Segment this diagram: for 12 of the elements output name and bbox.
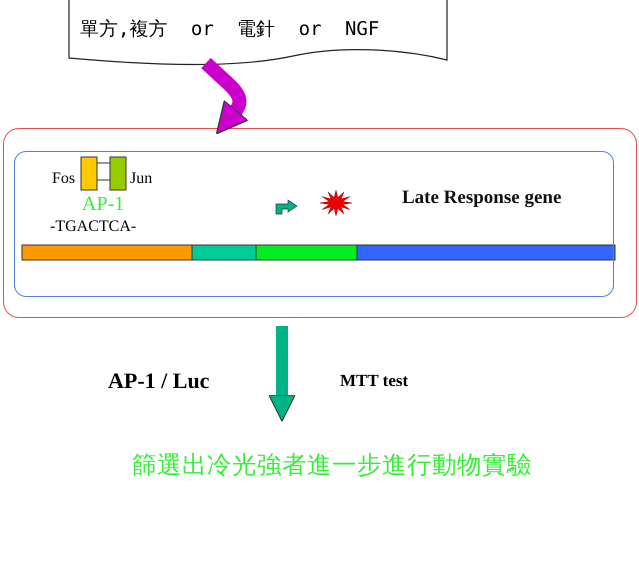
sequence-label: -TGACTCA- <box>50 219 136 235</box>
gene-label: Late Response gene <box>402 188 562 207</box>
treatment-options: 單方,複方 or 電針 or NGF <box>80 16 380 42</box>
assay-label: MTT test <box>340 372 408 389</box>
result-text: 篩選出冷光強者進一步進行動物實驗 <box>132 453 532 478</box>
block-arrow <box>200 57 249 134</box>
inner-panel <box>14 151 614 297</box>
outer-panel <box>3 128 637 318</box>
complex-label: AP-1 <box>82 194 124 214</box>
protein-label: Jun <box>130 171 152 187</box>
assay-label: AP-1 / Luc <box>108 370 210 392</box>
protein-label: Fos <box>52 171 76 187</box>
